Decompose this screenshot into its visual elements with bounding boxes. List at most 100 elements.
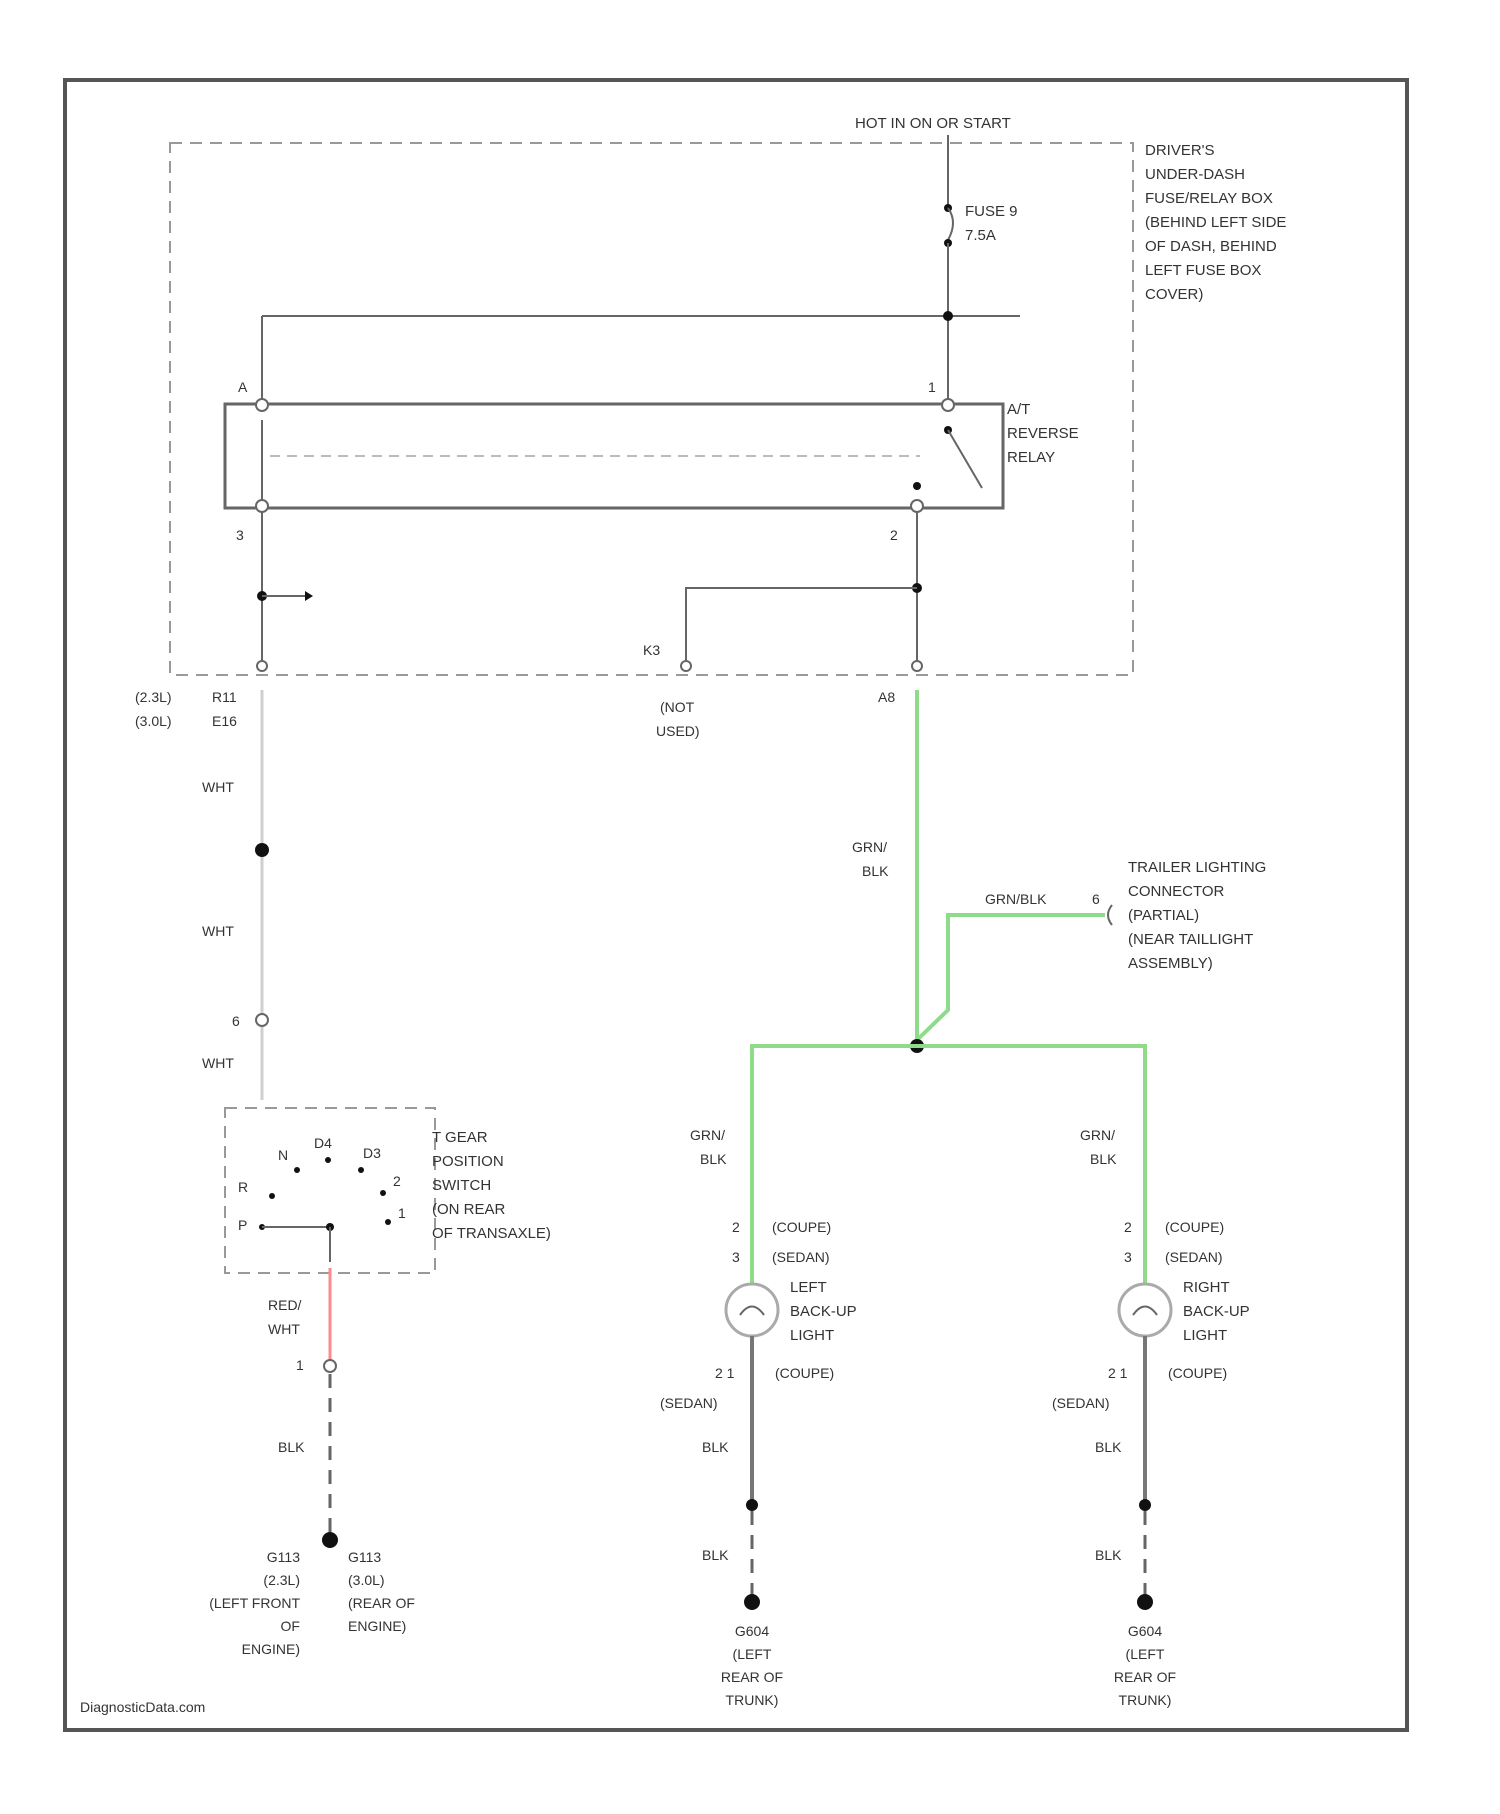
connector-k3 [681,661,691,671]
left-blk-label-2: BLK [702,1547,729,1563]
connector-k3-label: K3 [643,642,660,658]
fuse-box-name: DRIVER'S UNDER-DASH FUSE/RELAY BOX (BEHI… [1145,142,1286,303]
svg-text:REAR OF: REAR OF [721,1669,783,1685]
left-ground-splice [746,1499,758,1511]
svg-text:TRUNK): TRUNK) [726,1692,779,1708]
right-top-pin-2: 3 [1124,1249,1132,1265]
left-sedan-bottom: (SEDAN) [660,1395,718,1411]
svg-text:TRAILER LIGHTING: TRAILER LIGHTING [1128,859,1266,876]
svg-text:(3.0L): (3.0L) [348,1572,385,1588]
right-feed-label-1: GRN/ [1080,1127,1115,1143]
svg-text:(PARTIAL): (PARTIAL) [1128,907,1199,924]
right-feed-label-2: BLK [1090,1151,1117,1167]
fuse-label: FUSE 9 [965,203,1018,220]
connector-a8 [912,661,922,671]
grn-blk-label-1: GRN/ [852,839,887,855]
gear-pos-n: N [278,1147,288,1163]
engine-ground-left-label: G113 (2.3L) (LEFT FRONT OF ENGINE) [209,1549,300,1657]
left-top-pin-2: 3 [732,1249,740,1265]
grn-blk-label-2: BLK [862,863,889,879]
svg-text:(LEFT: (LEFT [1126,1646,1165,1662]
wht-splice [255,843,269,857]
engine-ground-point [322,1532,338,1548]
engine-ground-right-label: G113 (3.0L) (REAR OF ENGINE) [348,1549,415,1634]
trailer-wire-label: GRN/BLK [985,891,1047,907]
relay-pin-3 [256,500,268,512]
right-ground-splice [1139,1499,1151,1511]
svg-text:REVERSE: REVERSE [1007,425,1079,442]
svg-text:OF TRANSAXLE): OF TRANSAXLE) [432,1225,551,1242]
k3-note-1: (NOT [660,699,695,715]
right-coupe-bottom: (COUPE) [1168,1365,1227,1381]
svg-text:ASSEMBLY): ASSEMBLY) [1128,955,1213,972]
svg-text:(BEHIND LEFT SIDE: (BEHIND LEFT SIDE [1145,214,1286,231]
gear-pos-d3: D3 [363,1145,381,1161]
fuse-symbol [948,208,953,240]
relay-pin-a [256,399,268,411]
connector-r11 [257,661,267,671]
left-top-pin-1: 2 [732,1219,740,1235]
gear-contact-n [294,1167,300,1173]
svg-text:(ON REAR: (ON REAR [432,1201,506,1218]
svg-text:FUSE/RELAY BOX: FUSE/RELAY BOX [1145,190,1273,207]
gear-pos-d4: D4 [314,1135,332,1151]
left-coupe-bottom: (COUPE) [775,1365,834,1381]
left-ground-point [744,1594,760,1610]
svg-text:(LEFT FRONT: (LEFT FRONT [209,1595,300,1611]
svg-text:ENGINE): ENGINE) [348,1618,406,1634]
svg-text:OF: OF [281,1618,300,1634]
wht-label-2: WHT [202,923,234,939]
left-lamp-name: LEFT BACK-UP LIGHT [790,1279,857,1344]
left-feed-label-2: BLK [700,1151,727,1167]
fuse-rating: 7.5A [965,227,996,244]
wht-label-3: WHT [202,1055,234,1071]
right-blk-label-1: BLK [1095,1439,1122,1455]
bus-splice [943,311,953,321]
relay-switch-contact [913,482,921,490]
svg-text:(REAR OF: (REAR OF [348,1595,415,1611]
right-bottom-pins: 2 1 [1108,1365,1128,1381]
fuse-box-outline [170,143,1133,675]
right-coupe-top: (COUPE) [1165,1219,1224,1235]
svg-text:(NEAR TAILLIGHT: (NEAR TAILLIGHT [1128,931,1253,948]
red-wht-label-2: WHT [268,1321,300,1337]
relay-pin-2-label: 2 [890,527,898,543]
svg-text:G604: G604 [1128,1623,1162,1639]
wht-label-1: WHT [202,779,234,795]
svg-text:CONNECTOR: CONNECTOR [1128,883,1225,900]
relay-pin-1 [942,399,954,411]
gear-pos-2: 2 [393,1173,401,1189]
diagram-frame [65,80,1407,1730]
left-feed-label-1: GRN/ [690,1127,725,1143]
right-blk-label-2: BLK [1095,1547,1122,1563]
trailer-connector-name: TRAILER LIGHTING CONNECTOR (PARTIAL) (NE… [1128,859,1266,972]
inline-connector-pin: 6 [232,1013,240,1029]
connector-e16-label: E16 [212,713,237,729]
svg-text:(2.3L): (2.3L) [263,1572,300,1588]
right-sedan-top: (SEDAN) [1165,1249,1223,1265]
svg-text:COVER): COVER) [1145,286,1203,303]
gear-pos-1: 1 [398,1205,406,1221]
relay-switch-arm [948,430,982,488]
connector-a8-label: A8 [878,689,895,705]
svg-text:REAR OF: REAR OF [1114,1669,1176,1685]
gear-pos-r: R [238,1179,248,1195]
left-coupe-top: (COUPE) [772,1219,831,1235]
right-backup-bulb [1119,1284,1171,1336]
power-source-label: HOT IN ON OR START [855,115,1011,132]
svg-text:SWITCH: SWITCH [432,1177,491,1194]
coil-branch-arrow [305,591,313,601]
right-top-pin-1: 2 [1124,1219,1132,1235]
right-lamp-name: RIGHT BACK-UP LIGHT [1183,1279,1250,1344]
watermark: DiagnosticData.com [80,1699,205,1715]
gear-contact-2 [380,1190,386,1196]
left-backup-bulb [726,1284,778,1336]
trailer-branch-wire [917,915,1105,1040]
relay-pin-2 [911,500,923,512]
gear-contact-d3 [358,1167,364,1173]
svg-text:POSITION: POSITION [432,1153,504,1170]
trailer-pin: 6 [1092,891,1100,907]
gear-switch-pin: 1 [296,1357,304,1373]
trailer-connector-symbol [1108,905,1112,925]
